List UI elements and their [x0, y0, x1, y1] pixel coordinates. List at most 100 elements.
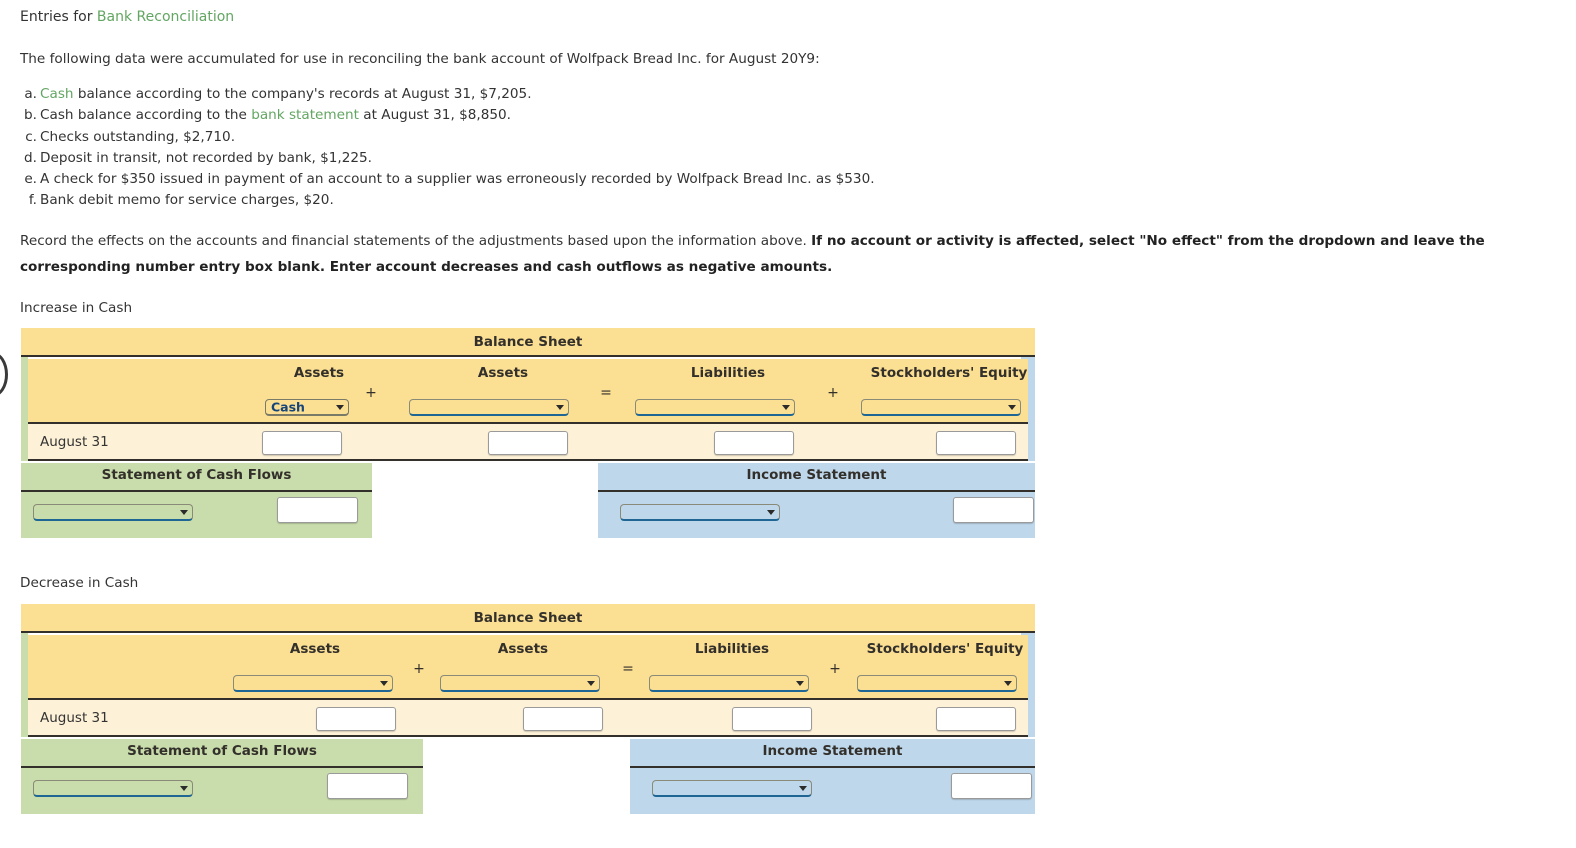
fact-pre: Cash balance according to the — [40, 107, 252, 124]
statement-of-cash-flows-panel: Statement of Cash Flows — [21, 739, 423, 814]
balance-sheet-title: Balance Sheet — [21, 328, 1035, 357]
table-row: August 31 — [28, 698, 1028, 737]
amount-input-stockholders-equity[interactable] — [936, 707, 1016, 731]
cash-flows-bleed-strip — [21, 357, 28, 461]
operator-plus-1: + — [413, 661, 425, 677]
panel-divider — [21, 490, 372, 492]
chevron-down-icon — [180, 510, 188, 515]
list-item: e.A check for $350 issued in payment of … — [20, 169, 875, 190]
income-statement-account-dropdown[interactable] — [652, 780, 812, 797]
facts-list: a.Cash balance according to the company'… — [20, 84, 875, 212]
panel-divider — [630, 766, 1035, 768]
amount-input-liabilities[interactable] — [732, 707, 812, 731]
page-title-prefix: Entries for — [20, 9, 97, 25]
amount-input-assets-2[interactable] — [488, 431, 568, 455]
account-dropdown-assets-1[interactable]: Cash — [265, 399, 349, 416]
account-dropdown-liabilities[interactable] — [635, 399, 795, 416]
column-header-assets-1: Assets — [293, 365, 345, 381]
panel-divider — [21, 766, 423, 768]
instructions-line-2: corresponding number entry box blank. En… — [20, 254, 1485, 280]
cash-link[interactable]: Cash — [40, 86, 74, 102]
income-statement-amount-input[interactable] — [953, 497, 1034, 523]
list-item: a.Cash balance according to the company'… — [20, 84, 875, 105]
column-header-assets-2: Assets — [497, 641, 549, 657]
section-caption-increase: Increase in Cash — [20, 300, 133, 316]
operator-equals: = — [600, 385, 612, 401]
fact-label: a. — [24, 86, 37, 102]
list-item: b.Cash balance according to the bank sta… — [20, 105, 875, 126]
amount-input-assets-1[interactable] — [316, 707, 396, 731]
fact-label: c. — [25, 128, 37, 145]
instructions-paragraph: Record the effects on the accounts and f… — [20, 228, 1485, 280]
list-item: d.Deposit in transit, not recorded by ba… — [20, 148, 875, 169]
column-header-assets-2: Assets — [477, 365, 529, 381]
account-dropdown-liabilities[interactable] — [649, 675, 809, 692]
amount-input-assets-1[interactable] — [262, 431, 342, 455]
account-dropdown-assets-2[interactable] — [440, 675, 600, 692]
chevron-down-icon — [1004, 681, 1012, 686]
instructions-line-1: Record the effects on the accounts and f… — [20, 228, 1485, 254]
row-label-date: August 31 — [40, 433, 109, 450]
chevron-down-icon — [1008, 405, 1016, 410]
column-header-stockholders-equity: Stockholders' Equity — [870, 365, 1028, 381]
chevron-down-icon — [767, 510, 775, 515]
list-item: c.Checks outstanding, $2,710. — [20, 127, 875, 148]
balance-sheet-title: Balance Sheet — [21, 604, 1035, 633]
instructions-normal: Record the effects on the accounts and f… — [20, 233, 812, 249]
chevron-down-icon — [336, 405, 344, 410]
fact-label: d. — [24, 149, 37, 166]
amount-input-stockholders-equity[interactable] — [936, 431, 1016, 455]
account-dropdown-assets-1-value: Cash — [271, 399, 305, 415]
fact-label: b. — [24, 107, 37, 124]
fact-pre: Deposit in transit, not recorded by bank… — [40, 149, 372, 166]
balance-sheet-header-row: Assets + Assets = Liabilities + Stockhol… — [28, 635, 1028, 698]
fact-label: e. — [24, 171, 37, 188]
income-statement-account-dropdown[interactable] — [620, 504, 780, 521]
income-statement-panel: Income Statement — [630, 739, 1035, 814]
panel-divider — [598, 490, 1035, 492]
bank-reconciliation-link[interactable]: Bank Reconciliation — [96, 9, 235, 25]
cash-flows-activity-dropdown[interactable] — [33, 780, 193, 797]
section-caption-decrease: Decrease in Cash — [20, 575, 139, 591]
fact-pre: A check for $350 issued in payment of an… — [40, 171, 875, 188]
chevron-down-icon — [556, 405, 564, 410]
account-dropdown-assets-2[interactable] — [409, 399, 569, 416]
account-dropdown-assets-1[interactable] — [233, 675, 393, 692]
intro-paragraph: The following data were accumulated for … — [20, 51, 820, 67]
chevron-down-icon — [796, 681, 804, 686]
amount-input-assets-2[interactable] — [523, 707, 603, 731]
account-dropdown-stockholders-equity[interactable] — [861, 399, 1021, 416]
instructions-bold-2: corresponding number entry box blank. En… — [20, 259, 833, 275]
operator-plus-2: + — [829, 661, 841, 677]
section-increase-in-cash: Balance Sheet Assets + Assets = Liabilit… — [21, 328, 1035, 538]
balance-sheet-header-row: Assets + Assets = Liabilities + Stockhol… — [28, 359, 1028, 422]
bank-statement-link[interactable]: bank statement — [251, 107, 359, 124]
cash-flows-activity-dropdown[interactable] — [33, 504, 193, 521]
column-header-assets-1: Assets — [289, 641, 341, 657]
fact-pre: Checks outstanding, $2,710. — [40, 128, 236, 145]
amount-input-liabilities[interactable] — [714, 431, 794, 455]
statement-of-cash-flows-title: Statement of Cash Flows — [127, 743, 317, 759]
fact-post: at August 31, $8,850. — [358, 107, 511, 124]
cursor-arc-icon — [0, 352, 8, 397]
cash-flows-amount-input[interactable] — [327, 773, 408, 799]
cash-flows-amount-input[interactable] — [277, 497, 358, 523]
fact-label: f. — [28, 192, 37, 209]
income-statement-panel: Income Statement — [598, 463, 1035, 538]
table-row: August 31 — [28, 422, 1028, 461]
column-header-liabilities: Liabilities — [690, 365, 766, 381]
column-header-stockholders-equity: Stockholders' Equity — [866, 641, 1024, 657]
account-dropdown-stockholders-equity[interactable] — [857, 675, 1017, 692]
cash-flows-bleed-strip — [21, 633, 28, 737]
page-title: Entries for Bank Reconciliation — [20, 9, 234, 25]
chevron-down-icon — [380, 681, 388, 686]
operator-plus-1: + — [365, 385, 377, 401]
operator-equals: = — [622, 661, 634, 677]
income-statement-amount-input[interactable] — [951, 773, 1032, 799]
list-item: f.Bank debit memo for service charges, $… — [20, 190, 875, 211]
operator-plus-2: + — [827, 385, 839, 401]
income-statement-title: Income Statement — [762, 743, 903, 759]
column-header-liabilities: Liabilities — [694, 641, 770, 657]
fact-post: balance according to the company's recor… — [73, 86, 532, 102]
